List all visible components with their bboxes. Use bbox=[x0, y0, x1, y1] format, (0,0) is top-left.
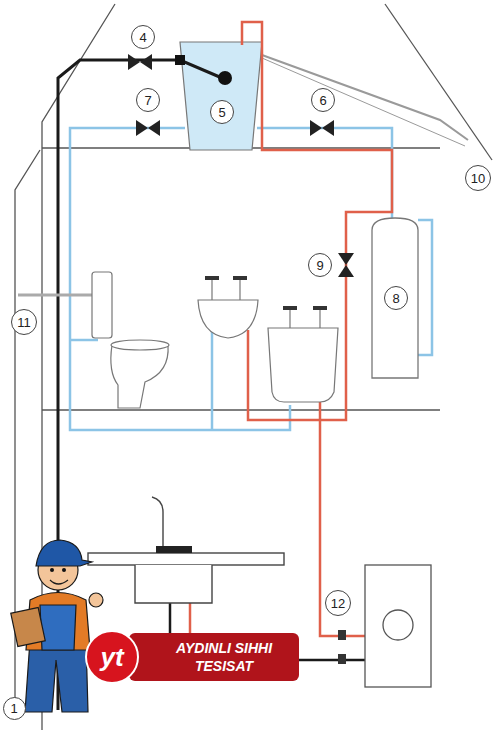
callout-number: 1 bbox=[3, 697, 26, 720]
company-banner: AYDINLI SIHHI TESISAT bbox=[129, 633, 299, 681]
callout-number: 6 bbox=[311, 88, 335, 112]
label-text: 5 bbox=[218, 105, 225, 120]
label-text: 6 bbox=[319, 93, 326, 108]
label-text: 9 bbox=[316, 258, 323, 273]
callout-number: 4 bbox=[131, 25, 155, 49]
callout-number: 9 bbox=[308, 253, 332, 277]
label-text: yt bbox=[100, 642, 123, 673]
label-text: 4 bbox=[139, 30, 146, 45]
callout-number: 11 bbox=[11, 309, 37, 335]
callout-number: 5 bbox=[210, 100, 234, 124]
label-text: 12 bbox=[331, 596, 345, 611]
callout-number: 8 bbox=[384, 286, 408, 310]
label-text: 8 bbox=[392, 291, 399, 306]
label-text: 1 bbox=[10, 701, 17, 716]
label-text: 10 bbox=[471, 171, 485, 186]
callout-number: 7 bbox=[136, 88, 160, 112]
company-name: AYDINLI SIHHI TESISAT bbox=[159, 639, 289, 675]
label-text: 11 bbox=[17, 315, 31, 330]
label-text: 7 bbox=[144, 93, 151, 108]
logo-badge: yt bbox=[85, 630, 139, 684]
callout-number: 12 bbox=[325, 590, 351, 616]
callout-number: 10 bbox=[465, 165, 491, 191]
